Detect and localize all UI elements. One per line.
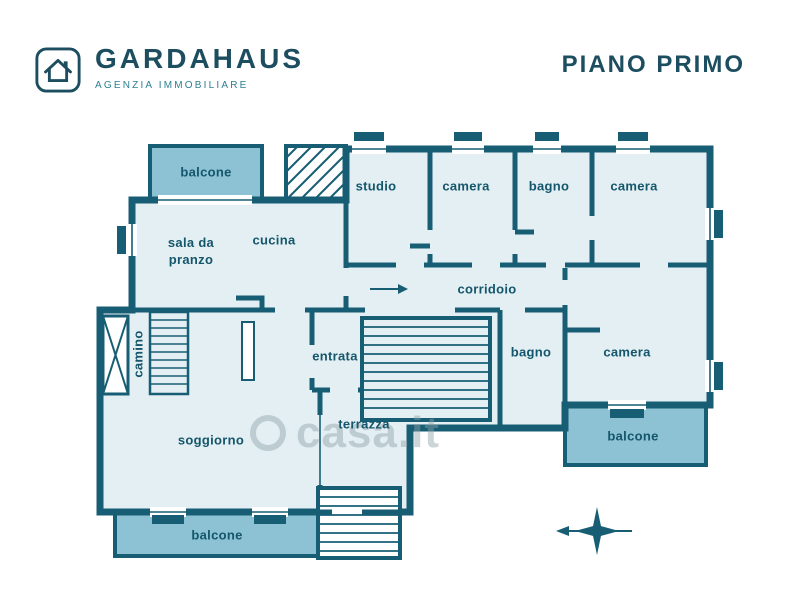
room-label-soggiorno: soggiorno [177, 432, 245, 448]
fireplace [101, 310, 190, 396]
room-label-sala-da-pranzo: sala da pranzo [167, 235, 215, 267]
logo-house-icon [35, 47, 81, 93]
room-label-cucina: cucina [252, 232, 296, 248]
room-label-camino: camino [130, 330, 146, 378]
external-staircase [316, 486, 410, 560]
room-label-terrazza: terrazza [338, 416, 390, 432]
room-label-balcone-right: balcone [607, 428, 659, 444]
kitchen-counter [236, 295, 265, 381]
room-label-bagno-1: bagno [528, 178, 570, 194]
room-label-bagno-2: bagno [510, 344, 552, 360]
plan-title: PIANO PRIMO [561, 51, 745, 78]
room-label-camera-3: camera [603, 344, 651, 360]
room-label-studio: studio [355, 178, 397, 194]
room-label-balcone-bottom: balcone [191, 527, 243, 543]
main-staircase [360, 316, 492, 422]
room-label-corridoio: corridoio [457, 281, 517, 297]
windows [117, 132, 723, 524]
balcony-right [563, 403, 708, 467]
balcony-top-left [148, 144, 264, 204]
room-label-entrata: entrata [312, 348, 358, 364]
logo-text: GARDAHAUS AGENZIA IMMOBILIARE [95, 43, 304, 91]
brand-subtitle: AGENZIA IMMOBILIARE [95, 79, 249, 91]
brand-name: GARDAHAUS [95, 43, 304, 74]
room-label-camera-1: camera [442, 178, 490, 194]
stair-direction-arrow [370, 284, 408, 294]
hatched-shaft [284, 144, 348, 204]
room-label-balcone-top: balcone [180, 164, 232, 180]
compass-icon [556, 507, 632, 555]
agency-logo: GARDAHAUS AGENZIA IMMOBILIARE [34, 43, 304, 96]
room-label-camera-2: camera [610, 178, 658, 194]
